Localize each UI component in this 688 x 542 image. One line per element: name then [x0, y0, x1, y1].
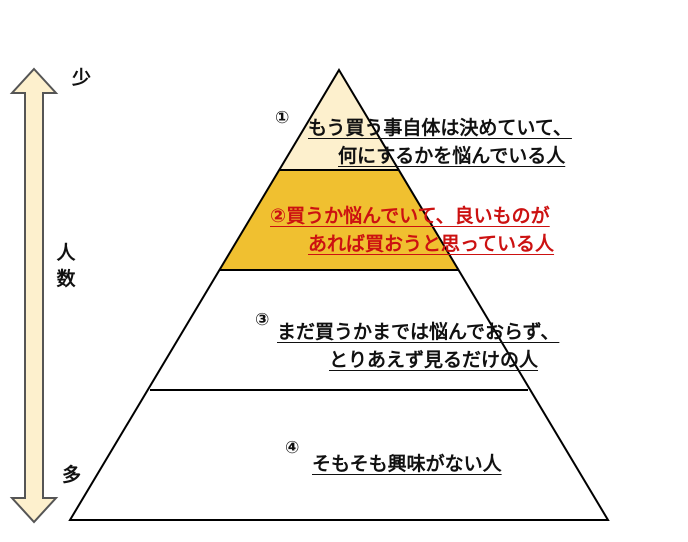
tier-1-text: もう買う事自体は決めていて、 何にするかを悩んでいる人: [308, 114, 572, 170]
scale-bottom-label: 多: [62, 464, 82, 486]
tier-4-line1: そもそも興味がない人: [312, 453, 502, 475]
pyramid-tier-3: [150, 270, 528, 390]
tier-1-number: ①: [275, 108, 290, 128]
scale-top-label: 少: [72, 67, 92, 89]
tier-2-line2: あれば買おうと思っている人: [308, 233, 555, 255]
tier-3-line1: まだ買うかまでは悩んでおらず、: [277, 321, 560, 343]
tier-2-line1-text: 買うか悩んでいて、良いものが: [286, 205, 550, 227]
tier-1-line1: もう買う事自体は決めていて、: [308, 117, 572, 139]
scale-middle-label-line1: 人: [56, 242, 76, 264]
pyramid-tier-1: [280, 70, 398, 170]
pyramid-outline: [68, 68, 610, 521]
tier-1-line2: 何にするかを悩んでいる人: [338, 145, 566, 167]
tier-4-text: そもそも興味がない人: [312, 450, 502, 478]
tier-4-number: ④: [285, 438, 300, 458]
tier-2-number: ②: [270, 205, 287, 227]
scale-middle-label: 人 数: [55, 240, 77, 292]
double-arrow-icon: [9, 67, 59, 524]
pyramid-tier-2: [220, 170, 458, 270]
tier-3-number: ③: [255, 310, 270, 330]
tier-2-line1: ②買うか悩んでいて、良いものが: [270, 202, 554, 230]
pyramid-tier-4: [70, 390, 608, 520]
scale-middle-label-line2: 数: [56, 268, 76, 290]
tier-3-line2: とりあえず見るだけの人: [329, 349, 539, 371]
tier-3-text: まだ買うかまでは悩んでおらず、 とりあえず見るだけの人: [277, 318, 559, 374]
tier-2-text: ②買うか悩んでいて、良いものが あれば買おうと思っている人: [270, 202, 554, 258]
